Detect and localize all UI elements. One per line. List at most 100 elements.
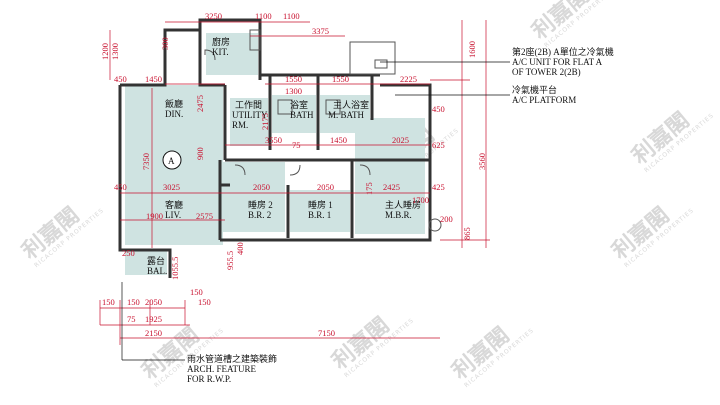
mbath-label-zh: 主人浴室 bbox=[333, 99, 369, 110]
wall-kitchen bbox=[198, 30, 225, 87]
room-fills bbox=[125, 33, 425, 275]
balcony-area bbox=[125, 250, 167, 275]
dim-v-300: 300 bbox=[160, 37, 170, 50]
dining-label-en: DIN. bbox=[165, 109, 183, 119]
dim-625: 625 bbox=[432, 140, 445, 150]
dim-v-955: 955.5 bbox=[225, 251, 235, 270]
dim-left-450b: 450 bbox=[114, 182, 127, 192]
dim-v-3560: 3560 bbox=[477, 153, 487, 170]
mbr-label-en: M.B.R. bbox=[385, 210, 412, 220]
dim-150d: 150 bbox=[198, 297, 211, 307]
walls bbox=[118, 18, 432, 278]
dim-1700: 1700 bbox=[412, 195, 429, 205]
dim-bot-150a: 150 bbox=[102, 297, 115, 307]
wall-bedroom-partitions bbox=[286, 160, 354, 238]
dim-1450b: 1450 bbox=[330, 135, 347, 145]
living-label-zh: 客廳 bbox=[165, 199, 183, 210]
dim-2575: 2575 bbox=[196, 211, 213, 221]
mbr-label-zh: 主人睡房 bbox=[385, 199, 421, 210]
br1-area bbox=[290, 190, 350, 232]
dim-3025: 3025 bbox=[163, 182, 180, 192]
dim-din-1450: 1450 bbox=[145, 74, 162, 84]
dim-75: 75 bbox=[292, 140, 301, 150]
br2-area bbox=[223, 162, 285, 232]
utility-label-zh: 工作間 bbox=[235, 99, 262, 110]
br2-label-zh: 睡房 2 bbox=[248, 199, 273, 210]
dim-2425: 2425 bbox=[383, 182, 400, 192]
dim-top-3250: 3250 bbox=[205, 11, 222, 21]
dim-3375: 3375 bbox=[312, 26, 329, 36]
note-ac-unit-zh: 第2座(2B) A單位之冷氣機 bbox=[512, 46, 614, 57]
dim-bot-1925: 1925 bbox=[145, 314, 162, 324]
mbath-basin bbox=[325, 99, 341, 115]
dining-label-zh: 飯廳 bbox=[165, 98, 183, 109]
note-arch-en1: ARCH. FEATURE bbox=[187, 364, 257, 374]
mbr-area bbox=[355, 118, 425, 234]
dim-v-1200: 1200 bbox=[100, 43, 110, 60]
door-swing bbox=[289, 164, 301, 176]
note-arch-en2: FOR R.W.P. bbox=[187, 374, 231, 384]
dim-1550a: 1550 bbox=[285, 74, 302, 84]
dim-v-865: 865 bbox=[462, 227, 472, 240]
dimension-lines bbox=[99, 20, 490, 345]
wall-east bbox=[220, 83, 432, 242]
wall-west bbox=[118, 85, 172, 278]
dim-v-1300: 1300 bbox=[110, 43, 120, 60]
dim-v-900: 900 bbox=[195, 147, 205, 160]
kitchen-label-en: KIT. bbox=[212, 47, 229, 57]
kitchen-fixture bbox=[249, 29, 261, 51]
note-ac-platform-en: A/C PLATFORM bbox=[512, 95, 576, 105]
bath-label-en: BATH bbox=[290, 110, 314, 120]
utility-label-en1: UTILITY bbox=[232, 110, 268, 120]
door-swing bbox=[359, 164, 371, 176]
living-label-en: LIV. bbox=[165, 210, 181, 220]
br1-label-en: B.R. 1 bbox=[308, 210, 331, 220]
dim-1550b: 1550 bbox=[332, 74, 349, 84]
dim-v-2175: 2175 bbox=[260, 113, 270, 130]
note-ac-unit-en1: A/C UNIT FOR FLAT A bbox=[512, 57, 603, 67]
dim-v-1600: 1600 bbox=[467, 41, 477, 58]
note-arch-zh: 雨水管道槽之建築裝飾 bbox=[187, 353, 277, 364]
kitchen-area bbox=[206, 33, 258, 75]
dim-v-175: 175 bbox=[364, 182, 374, 195]
ac-platform-outline bbox=[349, 41, 396, 75]
utility-label-en2: RM. bbox=[232, 120, 248, 130]
dim-bot-7150: 7150 bbox=[318, 328, 335, 338]
dim-bal-250: 250 bbox=[122, 248, 135, 258]
dim-2225: 2225 bbox=[400, 74, 417, 84]
wall-br2-west bbox=[218, 160, 230, 240]
balcony-label-zh: 露台 bbox=[147, 255, 165, 266]
unit-marker: A bbox=[168, 156, 175, 166]
dim-v-2475: 2475 bbox=[195, 95, 205, 112]
note-ac-unit-en2: OF TOWER 2(2B) bbox=[512, 67, 581, 77]
note-ac-platform-zh: 冷氣機平台 bbox=[512, 84, 557, 95]
dim-2050a: 2050 bbox=[253, 182, 270, 192]
dim-bot-150b: 150 bbox=[127, 297, 140, 307]
dim-v-1055: 1055.5 bbox=[170, 257, 180, 280]
dim-top-1100b: 1100 bbox=[283, 11, 300, 21]
dim-425: 425 bbox=[432, 182, 445, 192]
bath-label-zh: 浴室 bbox=[290, 99, 308, 110]
corner-fixture bbox=[428, 218, 442, 232]
dim-bot-2150: 2150 bbox=[145, 328, 162, 338]
dim-1300: 1300 bbox=[285, 86, 302, 96]
utility-area bbox=[230, 98, 268, 146]
mbath-label-en: M. BATH bbox=[328, 110, 365, 120]
balcony-label-en: BAL. bbox=[147, 266, 167, 276]
dim-200: 200 bbox=[440, 214, 453, 224]
dim-bot-75: 75 bbox=[127, 314, 136, 324]
dim-2050b: 2050 bbox=[317, 182, 334, 192]
br1-label-zh: 睡房 1 bbox=[308, 199, 333, 210]
dim-2025: 2025 bbox=[392, 135, 409, 145]
dim-1900: 1900 bbox=[146, 211, 163, 221]
fixtures bbox=[204, 29, 442, 232]
unit-marker-circle bbox=[162, 150, 182, 170]
dim-3550: 3550 bbox=[265, 135, 282, 145]
bath-basin bbox=[277, 99, 293, 115]
dim-left-450a: 450 bbox=[114, 74, 127, 84]
dim-right-450: 450 bbox=[432, 104, 445, 114]
door-swing bbox=[204, 49, 216, 61]
dim-top-1100a: 1100 bbox=[255, 11, 272, 21]
dim-v-400: 400 bbox=[235, 242, 245, 255]
